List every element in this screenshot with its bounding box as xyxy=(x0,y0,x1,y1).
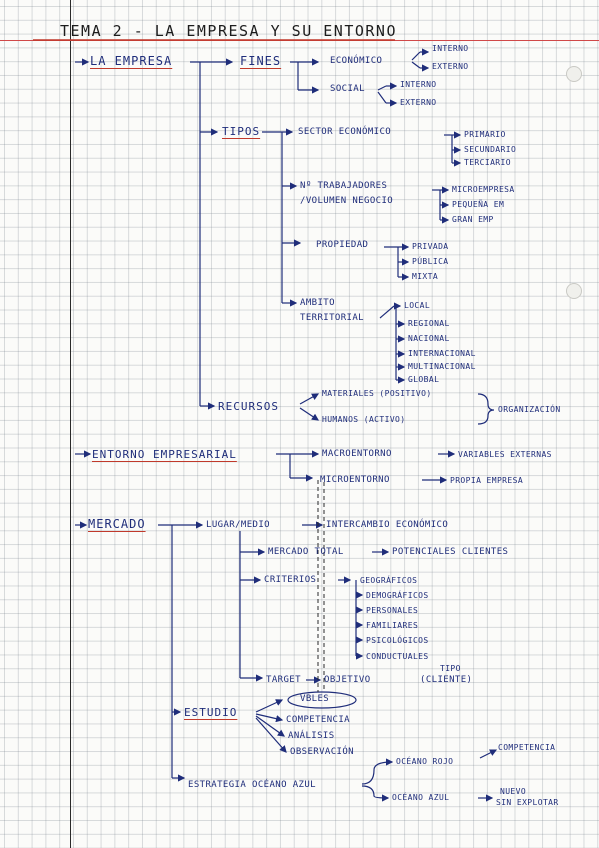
target-label: TARGET xyxy=(266,675,301,685)
estrategia-label: ESTRATEGIA OCÉANO AZUL xyxy=(188,780,317,790)
territorial-label: TERRITORIAL xyxy=(300,313,365,323)
estudio-item: ANÁLISIS xyxy=(288,731,335,741)
entorno-heading: ENTORNO EMPRESARIAL xyxy=(92,448,237,461)
economico-label: ECONÓMICO xyxy=(330,56,383,66)
ambito-item: MULTINACIONAL xyxy=(408,362,476,371)
estudio-item: OBSERVACIÓN xyxy=(290,747,355,757)
trabajadores-label: Nº TRABAJADORES xyxy=(300,181,388,191)
criterio-item: PSICOLÓGICOS xyxy=(366,636,429,645)
mercado-heading: MERCADO xyxy=(88,517,146,531)
criterio-item: FAMILIARES xyxy=(366,621,419,630)
estudio-label: ESTUDIO xyxy=(184,706,238,719)
macroentorno-label: MACROENTORNO xyxy=(322,449,392,459)
trabajadores-item: MICROEMPRESA xyxy=(452,185,515,194)
propiedad-item: PÚBLICA xyxy=(412,257,449,266)
oceano-azul-result-2: SIN EXPLOTAR xyxy=(496,798,559,807)
criterio-item: CONDUCTUALES xyxy=(366,652,429,661)
ambito-item: INTERNACIONAL xyxy=(408,349,476,358)
propiedad-item: PRIVADA xyxy=(412,242,449,251)
margin-line xyxy=(70,0,71,848)
recursos-label: RECURSOS xyxy=(218,400,279,413)
ambito-item: REGIONAL xyxy=(408,319,450,328)
oceano-azul-result-1: NUEVO xyxy=(500,787,527,796)
empresa-heading: LA EMPRESA xyxy=(90,54,173,68)
trabajadores-item: GRAN EMP xyxy=(452,215,494,224)
ambito-item: LOCAL xyxy=(404,301,431,310)
sector-label: SECTOR ECONÓMICO xyxy=(298,127,392,137)
mercado-total-label: MERCADO TOTAL xyxy=(268,547,344,557)
mercado-total-result: POTENCIALES CLIENTES xyxy=(392,547,509,557)
punch-hole xyxy=(566,66,582,82)
sector-item: PRIMARIO xyxy=(464,130,506,139)
sector-item: TERCIARIO xyxy=(464,158,511,167)
economico-interno: INTERNO xyxy=(432,44,469,53)
oceano-azul-label: OCÉANO AZUL xyxy=(392,793,450,802)
microentorno-label: MICROENTORNO xyxy=(320,475,390,485)
criterio-item: GEOGRÁFICOS xyxy=(360,576,418,585)
estudio-item: VBLES xyxy=(300,694,330,704)
criterio-item: DEMOGRÁFICOS xyxy=(366,591,429,600)
punch-hole xyxy=(566,283,582,299)
lugar-result: INTERCAMBIO ECONÓMICO xyxy=(326,520,449,530)
page-title: TEMA 2 - LA EMPRESA Y SU ENTORNO xyxy=(60,22,397,40)
humanos-label: HUMANOS (ACTIVO) xyxy=(322,415,406,424)
ambito-label: AMBITO xyxy=(300,298,335,308)
oceano-rojo-result: COMPETENCIA xyxy=(498,743,556,752)
sector-item: SECUNDARIO xyxy=(464,145,517,154)
target-note-top: TIPO xyxy=(440,664,461,673)
propiedad-label: PROPIEDAD xyxy=(316,240,369,250)
estudio-item: COMPETENCIA xyxy=(286,715,351,725)
oceano-rojo-label: OCÉANO ROJO xyxy=(396,757,454,766)
microentorno-result: PROPIA EMPRESA xyxy=(450,476,524,485)
tipos-label: TIPOS xyxy=(222,125,261,138)
materiales-label: MATERIALES (POSITIVO) xyxy=(322,389,432,398)
macroentorno-result: VARIABLES EXTERNAS xyxy=(458,450,552,459)
criterios-label: CRITERIOS xyxy=(264,575,317,585)
criterio-item: PERSONALES xyxy=(366,606,419,615)
target-result: OBJETIVO xyxy=(324,675,371,685)
fines-label: FINES xyxy=(240,54,282,68)
economico-externo: EXTERNO xyxy=(432,62,469,71)
lugar-label: LUGAR/MEDIO xyxy=(206,520,271,530)
volumen-label: /VOLUMEN NEGOCIO xyxy=(300,196,394,206)
social-interno: INTERNO xyxy=(400,80,437,89)
ambito-item: GLOBAL xyxy=(408,375,440,384)
social-externo: EXTERNO xyxy=(400,98,437,107)
organizacion-label: ORGANIZACIÓN xyxy=(498,405,561,414)
trabajadores-item: PEQUEÑA EM xyxy=(452,200,505,209)
target-note: (CLIENTE) xyxy=(420,675,473,685)
social-label: SOCIAL xyxy=(330,84,365,94)
propiedad-item: MIXTA xyxy=(412,272,439,281)
ambito-item: NACIONAL xyxy=(408,334,450,343)
